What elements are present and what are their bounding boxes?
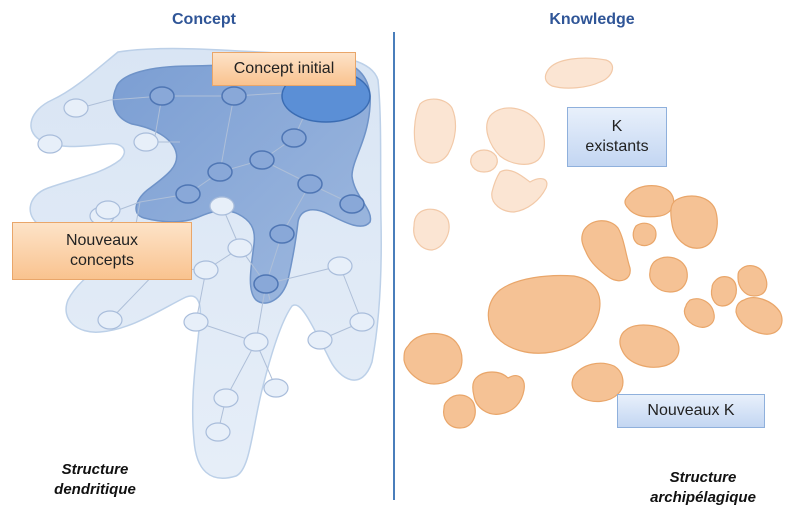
caption-left-line2: dendritique [54,480,136,498]
nouveaux-concepts-text: Nouveaux concepts [65,232,139,269]
structure-archipelagique-caption: Structure archipélagique [628,468,778,507]
concept-graph-nodes-inner [149,86,365,294]
existing-knowledge-islands [413,57,614,251]
caption-right-line2: archipélagique [650,488,756,506]
concept-heading: Concept [172,11,237,28]
nouveaux-concepts-label: Nouveaux concepts [12,222,192,280]
concept-initial-text: Concept initial [233,60,335,77]
k-existants-label: K existants [567,107,667,167]
k-existants-text: K existants [585,118,649,155]
knowledge-heading: Knowledge [549,11,634,28]
nouveaux-k-label: Nouveaux K [617,394,765,428]
caption-left-line1: Structure [61,461,129,478]
structure-dendritique-caption: Structure dendritique [30,460,160,499]
concept-graph-nodes-outer [37,98,375,442]
concept-initial-label: Concept initial [212,52,356,86]
nouveaux-k-text: Nouveaux K [647,402,735,419]
caption-right-line1: Structure [669,469,737,486]
new-knowledge-islands [403,185,783,429]
